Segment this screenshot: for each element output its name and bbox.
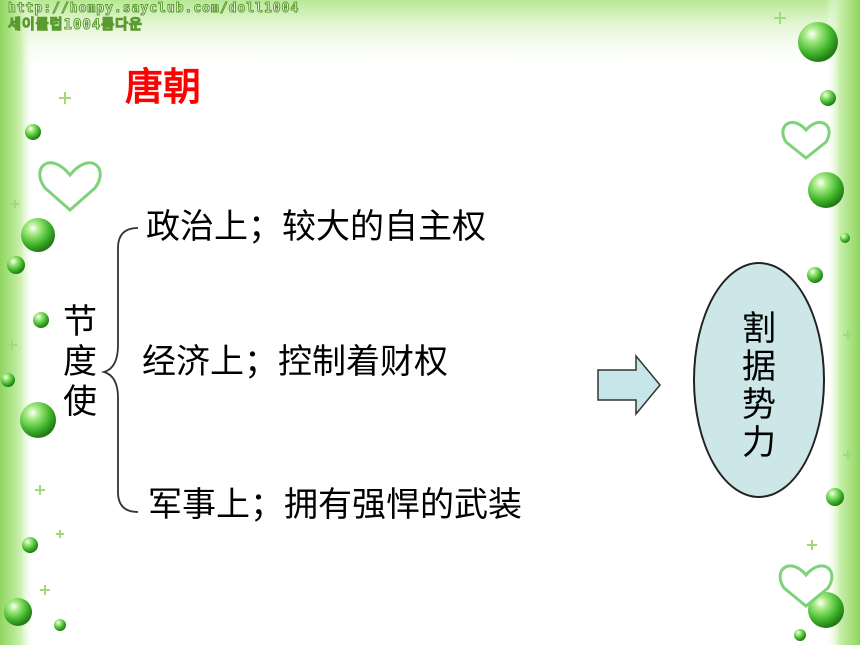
result-label: 割 据 势 力: [695, 310, 823, 462]
page-title: 唐朝: [125, 65, 202, 109]
right-arrow-icon: [597, 354, 661, 416]
result-char: 力: [742, 423, 776, 463]
attribute-economic: 经济上；控制着财权: [142, 342, 448, 382]
subject-char: 使: [63, 382, 97, 422]
right-strip: [826, 0, 860, 645]
subject-char: 度: [63, 342, 97, 382]
subject-label: 节 度 使: [58, 302, 102, 422]
attribute-military: 军事上；拥有强悍的武装: [148, 485, 522, 525]
heart-icon: [38, 121, 834, 608]
watermark-korean: 세이클럽1004름다운: [8, 17, 143, 33]
top-band: [0, 0, 860, 70]
watermark-url: http://hompy.sayclub.com/doll1004: [7, 1, 300, 16]
green-orb-icon: [794, 22, 850, 641]
attribute-political: 政治上；较大的自主权: [146, 207, 486, 247]
result-ellipse: 割 据 势 力: [693, 262, 825, 498]
result-char: 据: [742, 347, 776, 387]
subject-char: 节: [63, 302, 97, 342]
result-char: 势: [742, 385, 776, 425]
green-orb-icon: [1, 124, 66, 631]
sparkle-icon: [7, 12, 853, 595]
result-char: 割: [742, 309, 776, 349]
